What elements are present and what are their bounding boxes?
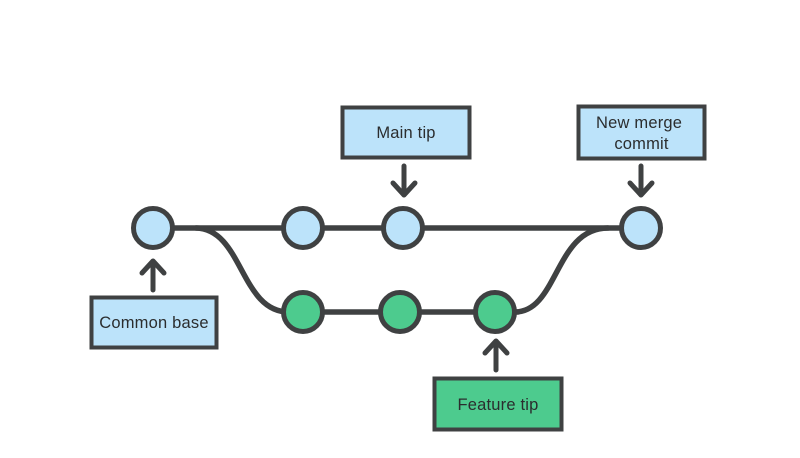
feature-tip-label: Feature tip [457,396,538,414]
feature-branch-commits [281,290,517,334]
commit-node-main-tip [381,206,425,250]
new-merge-commit-box [576,104,707,161]
new-merge-commit-arrow-icon [627,163,655,198]
feature-tip-arrow-icon [482,338,510,373]
label-common-base: Common base [89,295,219,350]
main-tip-arrow-icon [390,163,418,198]
new-merge-commit-label-line1: New merge [596,114,682,132]
common-base-arrow-icon [139,258,167,293]
main-branch-commits [131,206,663,250]
common-base-label: Common base [99,314,209,332]
main-tip-box [340,105,472,160]
new-merge-commit-label-line2: commit [614,135,669,153]
commit-node-main-2 [281,206,325,250]
commit-node-feature-tip [473,290,517,334]
common-base-box [89,295,219,350]
commit-node-common-base [131,206,175,250]
merge-in-curve [512,225,611,315]
label-main-tip: Main tip [340,105,472,160]
commit-node-feature-1 [281,290,325,334]
feature-tip-box [432,376,564,432]
commit-node-merge-commit [619,206,663,250]
label-feature-tip: Feature tip [432,376,564,432]
main-tip-label: Main tip [376,124,435,142]
commit-node-feature-2 [378,290,422,334]
branch-out-curve [193,225,292,315]
arrows [139,163,655,373]
new-merge-commit-label: New merge commit [596,114,687,153]
label-new-merge-commit: New merge commit [576,104,707,161]
